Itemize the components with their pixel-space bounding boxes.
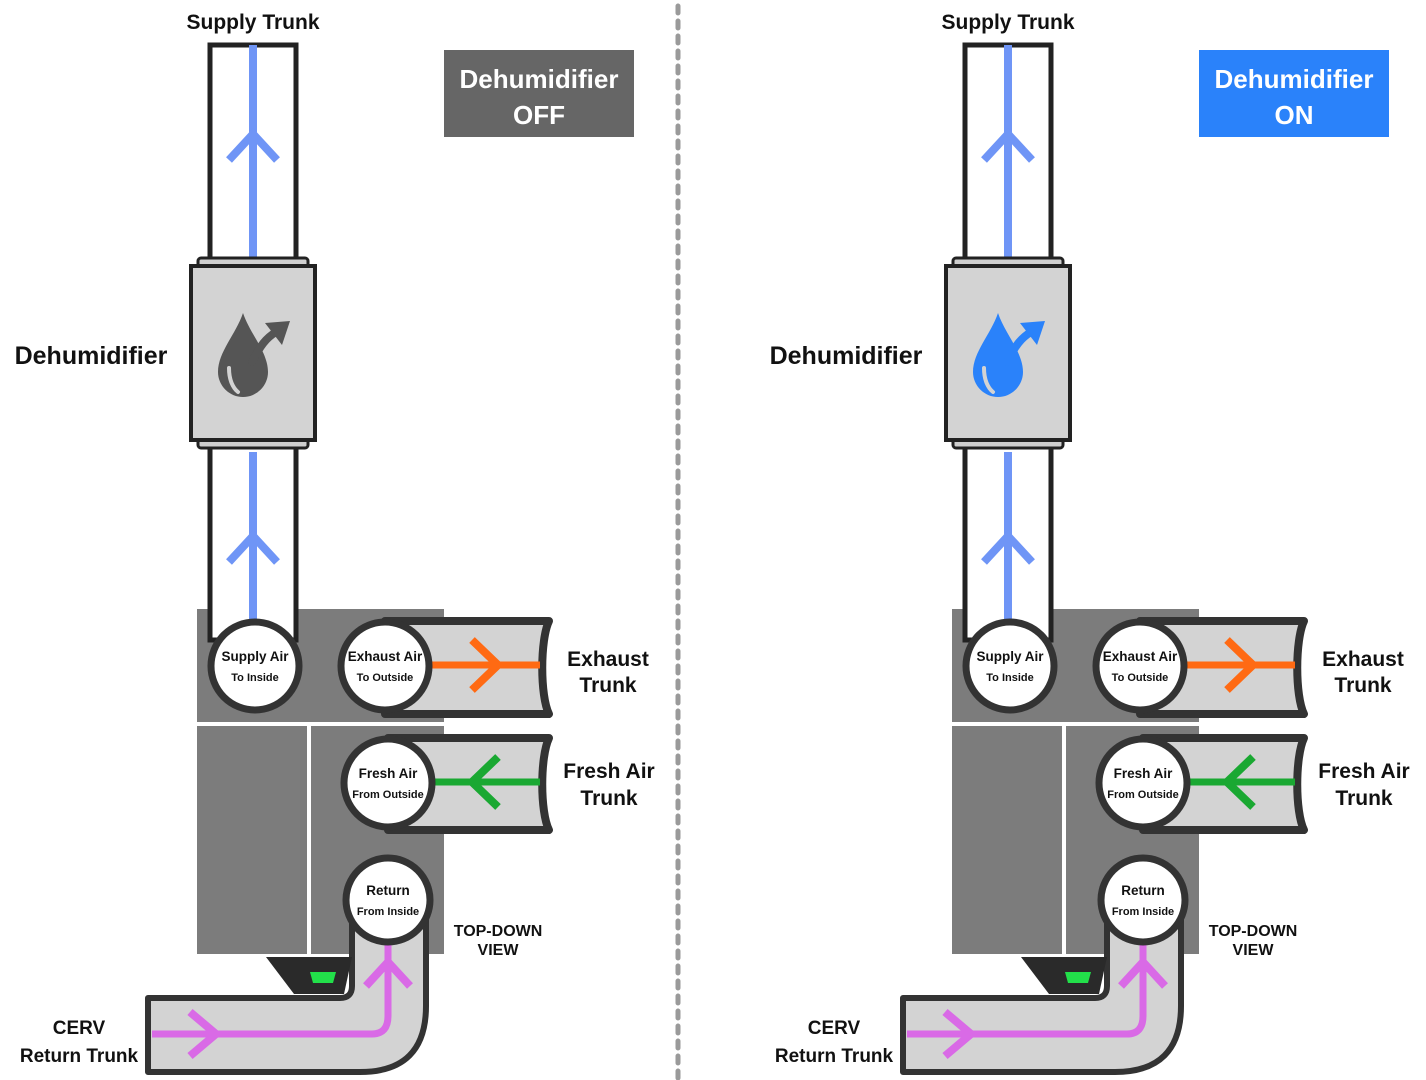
return-flow-line (152, 930, 392, 1038)
return-port-subtitle: From Inside (1112, 906, 1174, 918)
return-port-circle (342, 854, 434, 946)
panel-dehumidifier-off: Supply TrunkDehumidifierOFFDehumidifierE… (15, 11, 655, 1075)
dehumidifier-label: Dehumidifier (15, 342, 168, 370)
moisture-arrow-head (1020, 321, 1045, 345)
moisture-arrow-head (265, 321, 290, 345)
top-down-view-label-2: VIEW (478, 942, 520, 959)
exhaust-arrow-right (1224, 637, 1259, 693)
filter-tray (266, 957, 352, 994)
supply-trunk-label: Supply Trunk (186, 11, 319, 34)
return-arrow-right (942, 1008, 978, 1060)
top-down-view-label-1: TOP-DOWN (454, 923, 543, 940)
exhaust-port-subtitle: To Outside (357, 672, 414, 684)
status-line1: Dehumidifier (1215, 64, 1374, 94)
cerv-return-trunk-label-2: Return Trunk (20, 1046, 139, 1067)
exhaust-arrow-right (469, 637, 504, 693)
exhaust-trunk-label-1: Exhaust (567, 648, 649, 671)
fresh-port-subtitle: From Outside (352, 789, 424, 801)
status-badge (1199, 50, 1389, 137)
status-line1: Dehumidifier (460, 64, 619, 94)
cerv-return-trunk-label-1: CERV (53, 1018, 106, 1039)
exhaust-port-subtitle: To Outside (1112, 672, 1169, 684)
supply-arrow-up-lower (981, 530, 1035, 565)
return-flow-line (907, 930, 1147, 1038)
status-indicator-light (1065, 972, 1091, 983)
fresh-air-trunk-label-1: Fresh Air (563, 760, 654, 783)
return-arrow-up (1118, 956, 1168, 989)
filter-tray (1021, 957, 1107, 994)
fresh-air-trunk-label-2: Trunk (1335, 787, 1392, 810)
exhaust-trunk-label-2: Trunk (1334, 674, 1391, 697)
return-port-title: Return (366, 883, 410, 898)
status-indicator-light (310, 972, 336, 983)
fresh-port-circle (340, 735, 436, 831)
return-arrow-up (363, 956, 413, 989)
fresh-arrow-left (1221, 754, 1256, 810)
status-badge (444, 50, 634, 137)
top-down-view-label-1: TOP-DOWN (1209, 923, 1298, 940)
supply-port-subtitle: To Inside (231, 672, 278, 684)
supply-arrow-up-upper (981, 128, 1035, 163)
return-arrow-right (187, 1008, 223, 1060)
cerv-return-trunk-label-2: Return Trunk (775, 1046, 894, 1067)
exhaust-port-title: Exhaust Air (348, 649, 423, 664)
fresh-arrow-left (466, 754, 501, 810)
fresh-air-trunk-label-1: Fresh Air (1318, 760, 1409, 783)
supply-arrow-up-upper (226, 128, 280, 163)
exhaust-port-circle (337, 618, 433, 714)
fresh-port-title: Fresh Air (1114, 766, 1174, 781)
exhaust-port-title: Exhaust Air (1103, 649, 1178, 664)
supply-arrow-up-lower (226, 530, 280, 565)
exhaust-trunk-label-2: Trunk (579, 674, 636, 697)
supply-port-title: Supply Air (221, 649, 289, 664)
fresh-air-trunk-label-2: Trunk (580, 787, 637, 810)
supply-port-subtitle: To Inside (986, 672, 1033, 684)
status-line2: OFF (513, 100, 565, 130)
panel-dehumidifier-on: Supply TrunkDehumidifierONDehumidifierEx… (770, 11, 1410, 1075)
top-down-view-label-2: VIEW (1233, 942, 1275, 959)
dehumidifier-label: Dehumidifier (770, 342, 923, 370)
droplet-highlight (982, 366, 995, 394)
supply-port-circle (207, 618, 303, 714)
return-port-subtitle: From Inside (357, 906, 419, 918)
return-port-title: Return (1121, 883, 1165, 898)
supply-trunk-label: Supply Trunk (941, 11, 1074, 34)
supply-port-circle (962, 618, 1058, 714)
droplet-highlight (227, 366, 240, 394)
unit-housing-left (952, 726, 1062, 954)
unit-housing-left (197, 726, 307, 954)
fresh-port-title: Fresh Air (359, 766, 419, 781)
exhaust-trunk-label-1: Exhaust (1322, 648, 1404, 671)
fresh-port-subtitle: From Outside (1107, 789, 1179, 801)
exhaust-port-circle (1092, 618, 1188, 714)
status-line2: ON (1275, 100, 1314, 130)
cerv-return-trunk-label-1: CERV (808, 1018, 861, 1039)
fresh-port-circle (1095, 735, 1191, 831)
return-port-circle (1097, 854, 1189, 946)
supply-port-title: Supply Air (976, 649, 1044, 664)
